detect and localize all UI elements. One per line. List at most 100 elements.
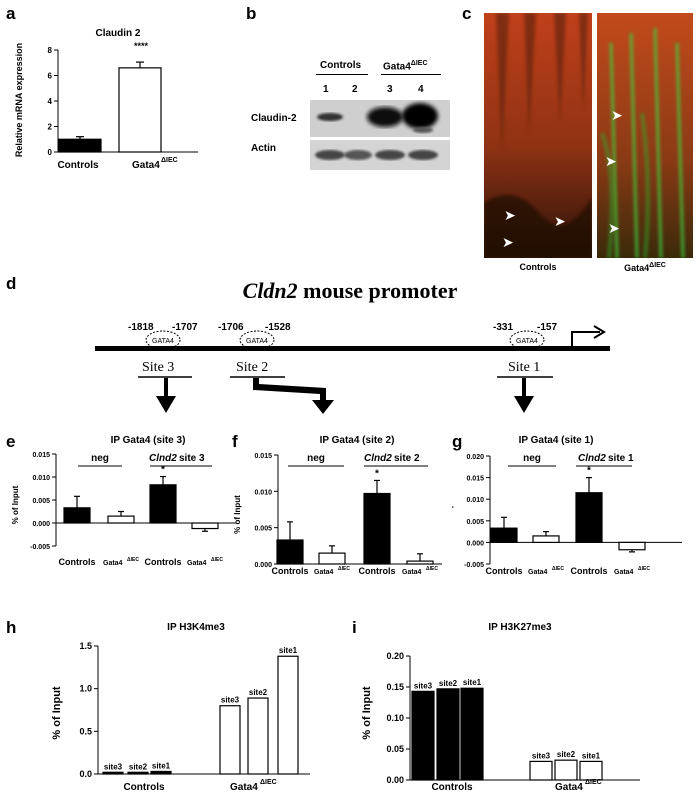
bar-site-label: site3 xyxy=(104,762,123,771)
bar xyxy=(363,492,391,565)
site2-label: Site 2 xyxy=(236,360,268,375)
band-actin-lane1 xyxy=(315,150,345,160)
bar xyxy=(191,522,219,530)
y-tick-label: 0.00 xyxy=(386,775,404,785)
chart-g-site-rest: site 1 xyxy=(608,453,634,464)
band-actin-lane3 xyxy=(375,150,405,160)
y-tick-label: 2 xyxy=(48,123,53,132)
y-tick-label: 0.020 xyxy=(466,454,484,461)
bar xyxy=(219,705,241,775)
chart-h-group-ko-sup: ΔIEC xyxy=(260,779,277,786)
chart-g-title: IP Gata4 (site 1) xyxy=(519,435,594,446)
x-category-label: Controls xyxy=(571,566,608,576)
x-category-label: Controls xyxy=(145,557,182,567)
y-tick-label: -0.005 xyxy=(30,544,50,551)
panel-letter-c: c xyxy=(462,4,472,23)
y-tick-label: -0.005 xyxy=(464,562,484,569)
chart-e-site-rest: site 3 xyxy=(179,453,205,464)
x-category-label: Gata4 xyxy=(402,569,422,576)
bar-site-label: site1 xyxy=(279,646,298,655)
bar xyxy=(406,560,434,565)
site2-arrow-icon xyxy=(253,378,334,414)
site1-arrow-icon xyxy=(514,378,534,413)
bar-site-label: site3 xyxy=(532,751,551,760)
coord-1707: -1707 xyxy=(172,322,198,333)
tss-arrow-icon xyxy=(571,331,600,346)
coord-157: -157 xyxy=(537,322,557,333)
bar xyxy=(532,535,560,543)
x-category-label-sup: ΔIEC xyxy=(127,557,139,563)
bar-site-label: site2 xyxy=(129,762,148,771)
arrow-icon-controls-1: ➤ xyxy=(504,207,516,223)
chart-f-title: IP Gata4 (site 2) xyxy=(320,435,395,446)
blot-row-actin: Actin xyxy=(251,143,276,154)
chart-h-ylabel: % of Input xyxy=(51,686,63,739)
bar-site-label: site1 xyxy=(152,761,171,770)
blot-image xyxy=(310,100,450,170)
lane-2: 2 xyxy=(352,84,358,95)
x-category-label: Controls xyxy=(486,566,523,576)
chart-e-neg: neg xyxy=(91,453,109,464)
coord-331: -331 xyxy=(493,322,513,333)
significance-star: * xyxy=(587,466,591,477)
bar xyxy=(490,527,518,543)
bar xyxy=(127,771,149,775)
blot-group-ko: Gata4ΔIEC xyxy=(383,60,428,73)
chart-a-xlabel-controls: Controls xyxy=(57,160,99,171)
band-claudin2-lane3 xyxy=(367,107,403,127)
panel-letter-a: a xyxy=(6,4,16,23)
coord-1528: -1528 xyxy=(265,322,291,333)
x-category-label: Gata4 xyxy=(314,569,334,576)
bar xyxy=(579,760,603,781)
panel-letter-e: e xyxy=(6,432,16,451)
micrograph-controls xyxy=(484,13,592,258)
chart-i-group-controls: Controls xyxy=(431,782,473,793)
x-category-label-sup: ΔIEC xyxy=(211,557,223,563)
bar xyxy=(460,687,484,781)
bar-site-label: site2 xyxy=(439,679,458,688)
chart-h-group-controls: Controls xyxy=(123,782,165,793)
band-claudin2-lane4-lower xyxy=(413,127,433,133)
arrow-icon-ko-1: ➤ xyxy=(611,107,623,123)
significance-star: * xyxy=(375,468,379,479)
chart-i-title: IP H3K27me3 xyxy=(488,622,552,633)
y-tick-label: 0.005 xyxy=(466,519,484,526)
bar xyxy=(436,688,460,781)
band-claudin2-lane1 xyxy=(317,113,343,121)
bar xyxy=(277,655,299,775)
bar xyxy=(618,541,646,551)
blot-ko-line xyxy=(381,74,441,75)
x-category-label-sup: ΔIEC xyxy=(338,566,350,572)
y-tick-label: 0.15 xyxy=(386,682,404,692)
site1-label: Site 1 xyxy=(508,360,540,375)
bar xyxy=(63,507,91,524)
chart-f-site-gene: Clnd2 xyxy=(364,453,392,464)
y-tick-label: 6 xyxy=(48,72,53,81)
bar xyxy=(554,759,578,781)
gata4-motif-site1-label: GATA4 xyxy=(516,338,538,345)
blot-row-claudin2: Claudin-2 xyxy=(251,113,297,124)
lane-4: 4 xyxy=(418,84,424,95)
promoter-title: Cldn2 mouse promoter xyxy=(242,278,458,303)
band-actin-lane4 xyxy=(408,150,438,160)
lane-1: 1 xyxy=(323,84,329,95)
y-axis-label: % of Input xyxy=(11,485,20,524)
chart-h-title: IP H3K4me3 xyxy=(167,622,225,633)
bar-site-label: site3 xyxy=(414,681,433,690)
chart-e-title: IP Gata4 (site 3) xyxy=(111,435,186,446)
panel-letter-b: b xyxy=(246,4,257,23)
chart-a-ylabel: Relative mRNA expression xyxy=(14,43,24,157)
y-axis-label: % of Input xyxy=(233,495,242,534)
gata4-motif-site3 xyxy=(145,330,181,350)
bar xyxy=(150,770,172,775)
gata4-motif-site3-label: GATA4 xyxy=(152,338,174,345)
y-tick-label: 0.015 xyxy=(32,452,50,459)
band-claudin2-lane4 xyxy=(402,103,438,129)
chart-f: IP Gata4 (site 2) neg Clnd2 site 2 0.000… xyxy=(233,435,442,576)
y-tick-label: 0.010 xyxy=(254,489,272,496)
chart-a-significance: **** xyxy=(134,41,149,51)
y-tick-label: 0.015 xyxy=(466,476,484,483)
